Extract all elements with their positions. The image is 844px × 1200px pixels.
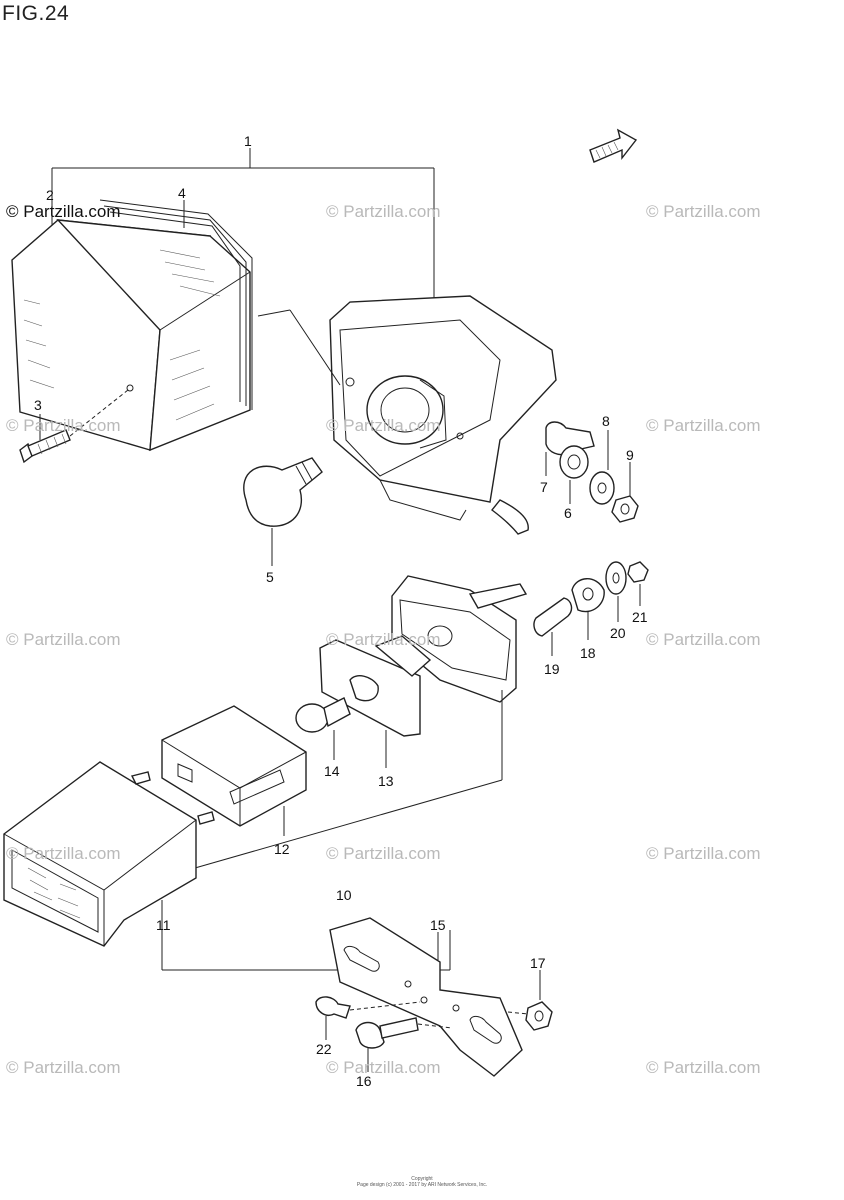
watermark: © Partzilla.com <box>6 844 121 863</box>
watermark: © Partzilla.com <box>646 202 761 221</box>
footer-line-1: Copyright <box>411 1176 433 1182</box>
callout-11: 11 <box>156 917 171 933</box>
callout-17: 17 <box>530 955 546 971</box>
callout-1: 1 <box>244 133 252 149</box>
part-1-lamp-housing <box>329 295 557 535</box>
assembly-bracket-1 <box>51 148 435 300</box>
watermark: © Partzilla.com <box>646 844 761 863</box>
part-12-lens-cover <box>161 705 307 827</box>
callout-16: 16 <box>356 1073 372 1089</box>
watermark: © Partzilla.com <box>6 630 121 649</box>
callout-2: 2 <box>46 187 54 203</box>
part-21-nut <box>627 561 649 583</box>
part-2-tail-lens <box>11 219 251 452</box>
watermark: © Partzilla.com <box>326 416 441 435</box>
part-22-clip <box>315 996 351 1019</box>
part-5-bulb <box>243 457 323 527</box>
callout-14: 14 <box>324 763 340 779</box>
part-3-screw <box>19 429 71 464</box>
callout-20: 20 <box>610 625 626 641</box>
watermark: © Partzilla.com <box>646 416 761 435</box>
callout-8: 8 <box>602 413 610 429</box>
part-13-reflector <box>319 635 432 737</box>
watermark: © Partzilla.com <box>646 630 761 649</box>
part-9-nut <box>611 495 639 523</box>
watermark: © Partzilla.com <box>326 1058 441 1077</box>
footer-copyright: Copyright Page design (c) 2001 - 2017 by… <box>0 1176 844 1188</box>
front-arrow-icon <box>589 128 638 163</box>
callout-6: 6 <box>564 505 572 521</box>
part-20-washer <box>605 561 627 595</box>
part-8-washer <box>589 471 615 505</box>
callout-22: 22 <box>316 1041 332 1057</box>
callout-7: 7 <box>540 479 548 495</box>
part-19-collar <box>533 597 573 637</box>
callout-21: 21 <box>632 609 648 625</box>
figure-title: FIG.24 <box>2 2 70 25</box>
callout-13: 13 <box>378 773 394 789</box>
callout-15: 15 <box>430 917 446 933</box>
callout-4: 4 <box>178 185 186 201</box>
part-14-bulb <box>295 697 351 733</box>
footer-line-2: Page design (c) 2001 - 2017 by ARI Netwo… <box>356 1182 488 1188</box>
callout-19: 19 <box>544 661 560 677</box>
part-7-socket <box>545 421 595 456</box>
watermark: © Partzilla.com <box>6 416 121 435</box>
watermark-dark: © Partzilla.com <box>6 202 121 221</box>
watermark: © Partzilla.com <box>326 202 441 221</box>
part-6-grommet <box>559 445 589 479</box>
watermark: © Partzilla.com <box>6 1058 121 1077</box>
watermark: © Partzilla.com <box>326 630 441 649</box>
watermark: © Partzilla.com <box>646 1058 761 1077</box>
watermark: © Partzilla.com <box>326 844 441 863</box>
part-15-bracket-plate <box>329 917 523 1077</box>
callout-10: 10 <box>336 887 352 903</box>
part-17-nut <box>525 1001 553 1031</box>
callout-5: 5 <box>266 569 274 585</box>
callout-9: 9 <box>626 447 634 463</box>
callout-3: 3 <box>34 397 42 413</box>
part-11-lamp-body <box>3 761 215 947</box>
callout-12: 12 <box>274 841 290 857</box>
part-18-cushion <box>571 578 605 613</box>
part-10-license-lamp-housing <box>391 575 528 703</box>
part-16-bolt <box>355 1017 419 1049</box>
callout-18: 18 <box>580 645 596 661</box>
part-4-gasket <box>99 199 253 410</box>
